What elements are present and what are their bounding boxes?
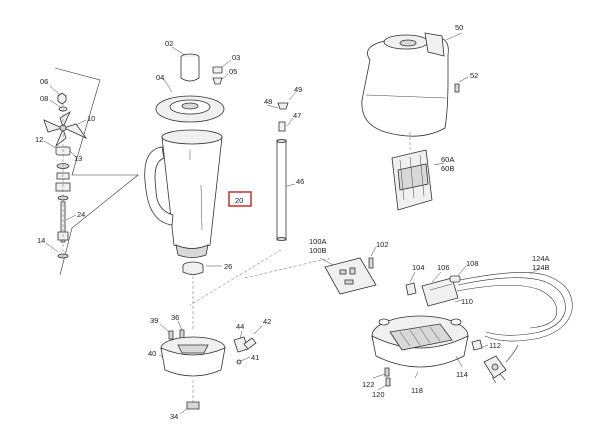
switch-104 xyxy=(405,282,417,296)
label-50: 50 xyxy=(455,23,463,32)
screw-36 xyxy=(179,329,185,339)
label-47: 47 xyxy=(293,111,301,120)
stopper-05 xyxy=(212,77,223,85)
label-24: 24 xyxy=(77,210,85,219)
housing-locking-tab xyxy=(424,32,445,57)
jar-base-ring xyxy=(175,244,209,258)
lid-opening xyxy=(181,102,199,110)
blade-wing-2 xyxy=(62,123,88,139)
label-48: 48 xyxy=(264,97,272,106)
label-100b: 100B xyxy=(309,246,327,255)
nut-06 xyxy=(57,92,67,105)
label-03: 03 xyxy=(232,53,240,62)
label-114: 114 xyxy=(456,370,468,379)
screw-41 xyxy=(236,359,242,365)
label-44: 44 xyxy=(236,322,244,331)
motor-windings xyxy=(397,163,429,191)
label-36: 36 xyxy=(171,313,179,322)
jar-assembly xyxy=(144,46,232,330)
cord-clip-112 xyxy=(471,339,483,351)
screw-120 xyxy=(385,377,391,387)
jar-coupler-body xyxy=(182,266,204,275)
label-08: 08 xyxy=(40,94,48,103)
filler-cap-02 xyxy=(180,57,200,82)
label-39: 39 xyxy=(150,316,158,325)
screw-102 xyxy=(368,257,374,269)
foot-34 xyxy=(186,401,200,410)
label-106: 106 xyxy=(437,263,450,272)
screw-52 xyxy=(454,83,460,93)
label-124b: 124B xyxy=(532,263,550,272)
label-118: 118 xyxy=(411,386,423,395)
jar-rim xyxy=(161,129,223,145)
label-112: 112 xyxy=(489,341,501,350)
label-102: 102 xyxy=(376,240,389,249)
label-60a: 60A xyxy=(441,155,454,164)
screw-122 xyxy=(384,367,390,377)
blade-wing-4 xyxy=(55,127,67,148)
label-02: 02 xyxy=(165,39,173,48)
blender-jar-20 xyxy=(161,136,223,249)
circuit-board-100 xyxy=(324,257,377,295)
base-assembly xyxy=(158,320,263,415)
blade-assembly-detail xyxy=(43,67,139,276)
base-motor-mount xyxy=(177,344,209,354)
motor-housing-assembly xyxy=(361,32,469,211)
label-100a: 100A xyxy=(309,237,327,246)
label-04: 04 xyxy=(156,73,164,82)
blade-wing-3 xyxy=(59,110,71,129)
label-12: 12 xyxy=(35,135,43,144)
label-42: 42 xyxy=(263,317,271,326)
screw-39 xyxy=(168,330,174,340)
part-number-labels: 02 03 04 05 06 08 10 12 13 14 20 24 26 3… xyxy=(35,23,550,421)
label-10: 10 xyxy=(87,114,95,123)
projection-line-base xyxy=(244,257,331,279)
label-40: 40 xyxy=(148,349,156,358)
label-49: 49 xyxy=(294,85,302,94)
rod-46 xyxy=(276,139,287,241)
rod-collar-47 xyxy=(278,121,286,132)
label-06: 06 xyxy=(40,77,48,86)
label-26: 26 xyxy=(224,262,232,271)
electrical-assembly xyxy=(319,246,573,391)
label-110: 110 xyxy=(461,297,473,306)
stopper-03 xyxy=(212,66,223,74)
base-plate-skirt xyxy=(160,347,226,377)
rod-assembly xyxy=(266,91,297,241)
label-34: 34 xyxy=(170,412,178,421)
label-122: 122 xyxy=(362,380,375,389)
label-14: 14 xyxy=(37,236,45,245)
label-120: 120 xyxy=(372,390,385,399)
label-46: 46 xyxy=(296,177,304,186)
projection-line-rod xyxy=(189,249,282,306)
label-108: 108 xyxy=(466,259,479,268)
blade-wing-1 xyxy=(43,119,64,133)
label-60b: 60B xyxy=(441,164,454,173)
strain-relief-108 xyxy=(449,275,461,283)
rod-cap-49 xyxy=(277,102,289,110)
label-13: 13 xyxy=(74,154,82,163)
highlight-box-20 xyxy=(228,191,252,207)
label-124a: 124A xyxy=(532,254,550,263)
label-104: 104 xyxy=(412,263,425,272)
jar-handle xyxy=(144,146,174,226)
heat-sink xyxy=(389,323,453,351)
switch-knob-42 xyxy=(243,337,257,350)
label-05: 05 xyxy=(229,67,237,76)
label-20: 20 xyxy=(235,196,243,205)
detail-callout-bracket xyxy=(54,67,139,276)
label-41: 41 xyxy=(251,353,259,362)
power-cord-124 xyxy=(459,272,573,342)
label-52: 52 xyxy=(470,71,478,80)
